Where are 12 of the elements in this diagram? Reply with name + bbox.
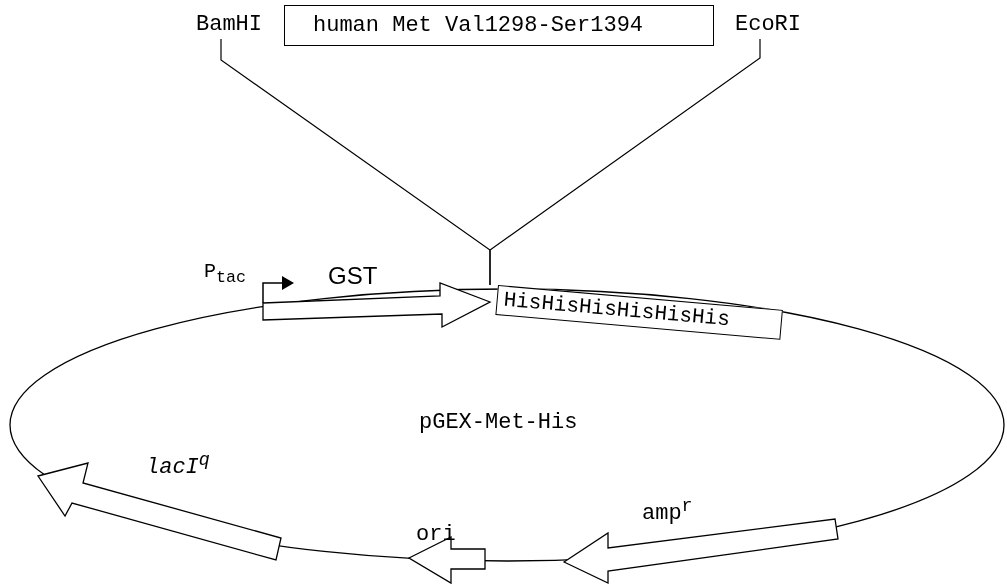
plasmid-label: pGEX-Met-His [419, 412, 578, 434]
tag-label: HisHisHisHisHisHis [502, 289, 731, 331]
insertion-line [489, 38, 761, 286]
gene-label: lacI$^{q}$ [146, 452, 210, 480]
promoter-label: P$_{tac}$ [204, 262, 246, 287]
insert-label: human Met Val1298-Ser1394 [313, 15, 644, 37]
insert-box [284, 5, 714, 46]
restriction-site-label: BamHI [196, 14, 262, 36]
restriction-site-label: EcoRI [735, 14, 801, 36]
gene-label: ori [416, 524, 456, 546]
gene-label: GST [328, 264, 378, 288]
gene-label: amp$^{r}$ [642, 498, 693, 526]
